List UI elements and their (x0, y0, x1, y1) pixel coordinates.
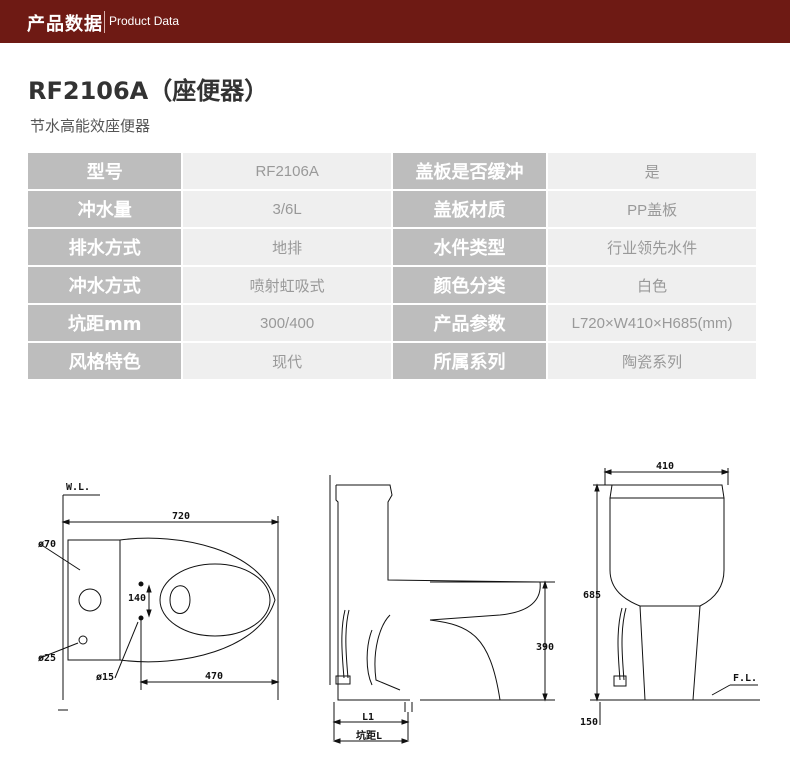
spec-label: 坑距mm (28, 305, 182, 341)
spec-label: 水件类型 (392, 229, 547, 265)
label-wl: W.L. (66, 482, 90, 493)
dim-d25: ø25 (38, 653, 56, 664)
dim-length: 720 (172, 511, 190, 522)
spec-value: 白色 (548, 267, 756, 303)
spec-row: 风格特色现代所属系列陶瓷系列 (28, 343, 756, 379)
spec-label: 风格特色 (28, 343, 182, 379)
dim-pit: 坑距L (356, 729, 382, 742)
dim-seat-dist: 470 (205, 671, 223, 682)
dim-side-height: 390 (536, 642, 554, 653)
spec-value: 是 (548, 153, 756, 189)
spec-label: 冲水量 (28, 191, 182, 227)
dim-front-height: 685 (583, 590, 601, 601)
dim-front-width: 410 (656, 461, 674, 472)
spec-label: 产品参数 (392, 305, 547, 341)
spec-value: 陶瓷系列 (548, 343, 756, 379)
dim-front-base: 150 (580, 717, 598, 728)
spec-row: 排水方式地排水件类型行业领先水件 (28, 229, 756, 265)
spec-label: 所属系列 (392, 343, 547, 379)
spec-value: PP盖板 (548, 191, 756, 227)
dim-d70: ø70 (38, 539, 56, 550)
product-subtitle: 节水高能效座便器 (30, 117, 151, 135)
dim-l1: L1 (362, 712, 374, 723)
front-view (590, 468, 760, 725)
spec-value: L720×W410×H685(mm) (548, 305, 756, 341)
product-title: RF2106A（座便器） (28, 77, 269, 105)
header-bar: 产品数据 Product Data (0, 0, 790, 43)
header-title: 产品数据 (27, 14, 103, 35)
spec-value: 现代 (183, 343, 391, 379)
dim-d15: ø15 (96, 672, 114, 683)
spec-value: 行业领先水件 (548, 229, 756, 265)
spec-label: 盖板材质 (392, 191, 547, 227)
label-fl: F.L. (733, 673, 757, 684)
header-subtitle: Product Data (109, 14, 180, 28)
technical-drawing: W.L. 720 ø70 ø25 ø15 140 470 390 L1 坑距L … (38, 461, 760, 744)
dim-hole-gap: 140 (128, 593, 146, 604)
spec-value: 3/6L (183, 191, 391, 227)
header-divider (104, 11, 105, 33)
spec-label: 型号 (28, 153, 182, 189)
spec-label: 排水方式 (28, 229, 182, 265)
spec-label: 冲水方式 (28, 267, 182, 303)
spec-label: 盖板是否缓冲 (392, 153, 547, 189)
spec-value: 地排 (183, 229, 391, 265)
side-view (329, 475, 555, 744)
spec-value: 喷射虹吸式 (183, 267, 391, 303)
spec-value: RF2106A (183, 153, 391, 189)
spec-label: 颜色分类 (392, 267, 547, 303)
spec-row: 冲水方式喷射虹吸式颜色分类白色 (28, 267, 756, 303)
spec-value: 300/400 (183, 305, 391, 341)
top-view (39, 494, 280, 711)
